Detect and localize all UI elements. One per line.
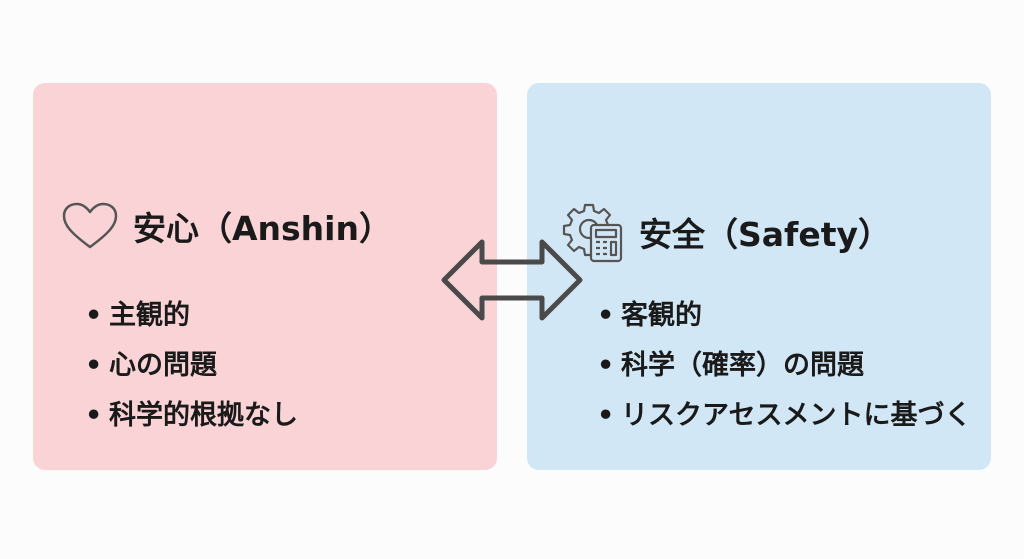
anshin-panel: 安心（Anshin） 主観的 心の問題 科学的根拠なし: [33, 83, 497, 470]
double-arrow-icon: [441, 239, 583, 321]
list-item: 心の問題: [85, 341, 485, 391]
anshin-title: 安心（Anshin）: [61, 201, 392, 251]
list-item: 科学（確率）の問題: [597, 341, 977, 391]
safety-title: 安全（Safety）: [561, 201, 891, 263]
safety-panel: 安全（Safety） 客観的 科学（確率）の問題 リスクアセスメントに基づく: [527, 83, 991, 470]
anshin-list: 主観的 心の問題 科学的根拠なし: [85, 291, 485, 441]
anshin-title-text: 安心（Anshin）: [133, 209, 392, 248]
heart-icon: [62, 202, 118, 249]
gear-calculator-icon: [562, 203, 623, 263]
list-item: 主観的: [85, 291, 485, 341]
list-item: 客観的: [597, 291, 977, 341]
list-item: 科学的根拠なし: [85, 391, 485, 441]
safety-title-text: 安全（Safety）: [639, 215, 892, 254]
safety-list: 客観的 科学（確率）の問題 リスクアセスメントに基づく: [597, 291, 977, 441]
list-item: リスクアセスメントに基づく: [597, 391, 977, 441]
